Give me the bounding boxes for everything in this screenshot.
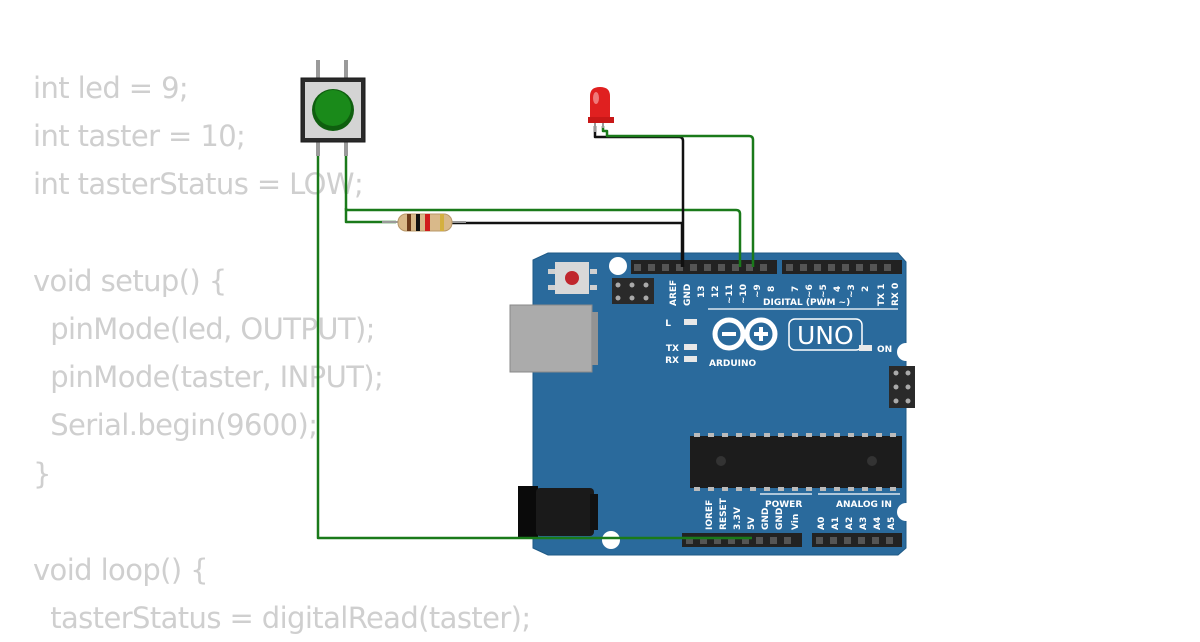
mounting-hole	[609, 257, 627, 275]
pin-label: ~5	[819, 284, 829, 298]
code-line: Serial.begin(9600);	[33, 408, 318, 443]
mounting-hole	[897, 503, 915, 521]
pin-label: 4	[833, 286, 843, 292]
code-listing: int led = 9; int taster = 10; int tasterSt…	[33, 64, 531, 642]
led-label-rx: RX	[665, 356, 679, 366]
digital-pin-labels: AREF GND 13 12 ~11 ~10 ~9 8 7 ~6 ~5 4 ~3…	[669, 280, 901, 306]
pin-label: RESET	[719, 497, 729, 530]
code-line: pinMode(led, OUTPUT);	[33, 311, 375, 346]
code-line: int taster = 10;	[33, 119, 246, 154]
uno-badge	[788, 318, 863, 351]
led-label-on: ON	[877, 345, 892, 355]
pin-label: IOREF	[705, 500, 715, 530]
analog-header-title: ANALOG IN	[836, 500, 892, 510]
digital-header-title: DIGITAL (PWM ~)	[763, 298, 850, 308]
pin-label: A4	[873, 517, 883, 530]
icsp-header	[612, 278, 654, 304]
led-l	[684, 319, 697, 325]
pin-label: AREF	[669, 280, 679, 306]
led-rx	[684, 356, 697, 362]
pin-label: Vin	[791, 514, 801, 530]
pin-label: 3.3V	[733, 507, 743, 530]
mounting-hole	[897, 343, 915, 361]
code-line: void loop() {	[33, 552, 209, 587]
board-model: UNO	[797, 321, 854, 350]
pin-label: ~9	[753, 284, 763, 298]
code-line: tasterStatus = digitalRead(taster);	[33, 601, 531, 636]
usb-connector	[509, 304, 593, 373]
mounting-hole	[602, 531, 620, 549]
pin-label: 5V	[747, 517, 757, 530]
arduino-infinity-logo-icon	[712, 317, 778, 351]
pin-label: A1	[831, 517, 841, 530]
led-label-l: L	[665, 319, 671, 329]
arduino-brand: ARDUINO	[709, 359, 757, 369]
pin-label: TX 1	[877, 284, 887, 306]
pin-label: RX 0	[891, 283, 901, 306]
led-on	[859, 345, 872, 351]
wire-pin9[interactable]	[601, 126, 755, 267]
pin-label: GND	[775, 508, 785, 530]
power-header-title: POWER	[765, 500, 802, 510]
red-led[interactable]	[588, 87, 614, 132]
wire-led-gnd[interactable]	[593, 126, 685, 267]
icsp-header-right	[889, 366, 915, 408]
wire-button-resistor[interactable]	[344, 208, 396, 224]
pushbutton[interactable]	[300, 60, 366, 156]
pin-label: GND	[761, 508, 771, 530]
pin-label: 2	[861, 286, 871, 292]
pin-label: A2	[845, 517, 855, 530]
pin-label: ~6	[805, 284, 815, 298]
pin-label: 8	[767, 286, 777, 292]
code-line: }	[33, 456, 51, 491]
dc-power-jack	[518, 486, 598, 538]
led-tx	[684, 344, 697, 350]
reset-button[interactable]	[548, 262, 597, 294]
pin-label: GND	[683, 284, 693, 306]
code-line: void setup() {	[33, 263, 227, 298]
microcontroller-chip	[690, 433, 902, 491]
arduino-uno-board[interactable]: AREF GND 13 12 ~11 ~10 ~9 8 7 ~6 ~5 4 ~3…	[509, 252, 915, 556]
wire-pin10[interactable]	[344, 155, 742, 267]
pin-label: 13	[697, 285, 707, 298]
pin-label: A5	[887, 517, 897, 530]
code-line: int led = 9;	[33, 71, 189, 105]
pin-label: A3	[859, 517, 869, 530]
pin-label: A0	[817, 517, 827, 530]
power-pin-labels: IOREF RESET 3.3V 5V GND GND Vin	[705, 497, 801, 530]
resistor[interactable]	[382, 213, 466, 232]
wire-5v[interactable]	[316, 155, 752, 540]
pin-label: ~3	[847, 284, 857, 298]
led-label-tx: TX	[666, 344, 679, 354]
code-line: int tasterStatus = LOW;	[33, 167, 364, 202]
analog-pin-labels: A0 A1 A2 A3 A4 A5	[817, 517, 897, 530]
pin-label: 12	[711, 285, 721, 298]
pin-label: ~10	[739, 284, 749, 304]
code-line: pinMode(taster, INPUT);	[33, 360, 384, 395]
pin-label: 7	[791, 286, 801, 292]
pin-label: ~11	[725, 284, 735, 304]
